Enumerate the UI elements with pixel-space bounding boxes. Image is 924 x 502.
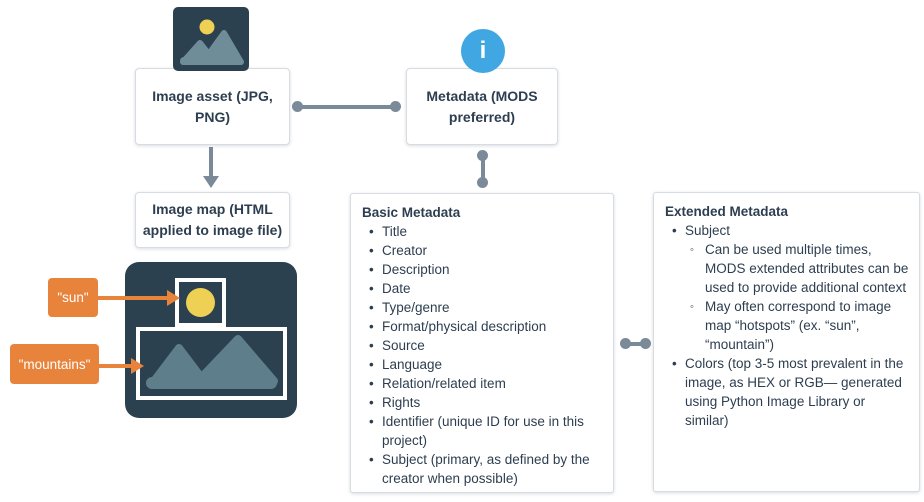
mountains-icon	[146, 335, 278, 389]
sun-icon	[186, 288, 215, 317]
metadata-list-item: Language	[362, 355, 605, 374]
connector-metadata-basic	[477, 150, 488, 188]
metadata-list-item: Subject (primary, as defined by the crea…	[362, 450, 605, 488]
info-icon: i	[461, 29, 505, 73]
metadata-list-item: Source	[362, 336, 605, 355]
mountains-arrow-icon	[97, 358, 144, 374]
metadata-list-item: Colors (top 3-5 most prevalent in the im…	[665, 354, 911, 430]
node-image-map-label: Image map (HTML applied to image file)	[142, 201, 283, 238]
connector-asset-metadata	[292, 101, 401, 112]
extended-metadata-list: SubjectCan be used multiple times, MODS …	[665, 221, 911, 430]
mountains-hotspot	[136, 327, 287, 400]
metadata-list-item: May often correspond to image map “hotsp…	[687, 297, 911, 354]
metadata-list-item: Format/physical description	[362, 317, 605, 336]
sun-hotspot	[175, 278, 226, 327]
image-icon	[173, 7, 249, 71]
mountains-tag: "mountains"	[10, 344, 99, 384]
sun-tag-label: "sun"	[57, 290, 89, 305]
metadata-list-item: Identifier (unique ID for use in this pr…	[362, 412, 605, 450]
metadata-list-item: Date	[362, 279, 605, 298]
node-image-map: Image map (HTML applied to image file)	[135, 192, 290, 248]
sun-tag: "sun"	[48, 278, 98, 317]
extended-metadata-title: Extended Metadata	[665, 204, 789, 219]
node-image-asset-label: Image asset (JPG, PNG)	[152, 87, 273, 125]
image-icon-graphic	[180, 19, 244, 65]
basic-metadata-panel: Basic Metadata TitleCreatorDescriptionDa…	[350, 193, 614, 493]
metadata-list-item: Creator	[362, 241, 605, 260]
metadata-list-item: Description	[362, 260, 605, 279]
extended-metadata-panel: Extended Metadata SubjectCan be used mul…	[653, 192, 920, 492]
node-metadata-label: Metadata (MODS preferred)	[426, 87, 538, 125]
metadata-list-item: Title	[362, 222, 605, 241]
mountains-tag-label: "mountains"	[18, 356, 91, 372]
basic-metadata-list: TitleCreatorDescriptionDateType/genreFor…	[362, 222, 605, 488]
metadata-list-item: Type/genre	[362, 298, 605, 317]
connector-basic-extended	[620, 338, 651, 349]
metadata-list-item: Can be used multiple times, MODS extende…	[687, 240, 911, 297]
down-arrow-icon	[203, 147, 219, 188]
metadata-list-item: Subject	[665, 221, 911, 240]
metadata-list-item: Relation/related item	[362, 374, 605, 393]
node-metadata: Metadata (MODS preferred)	[406, 68, 558, 145]
basic-metadata-title: Basic Metadata	[362, 205, 461, 220]
metadata-list-item: Rights	[362, 393, 605, 412]
sun-arrow-icon	[97, 290, 180, 306]
node-image-asset: Image asset (JPG, PNG)	[135, 68, 290, 145]
